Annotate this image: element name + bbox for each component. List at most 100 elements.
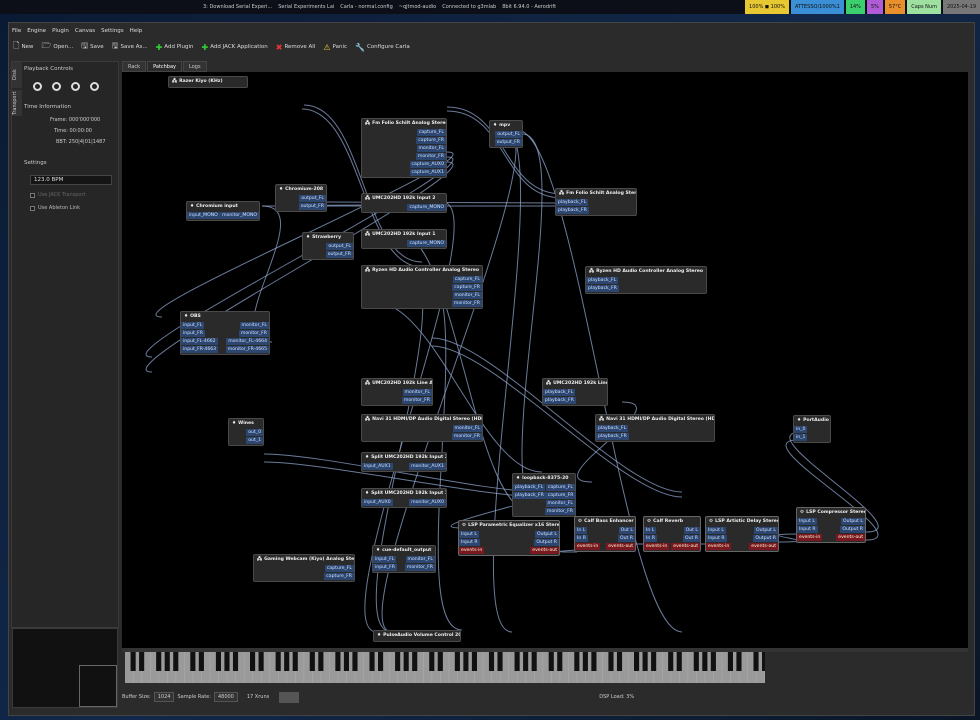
output-port[interactable]: capture_FL: [324, 565, 354, 572]
input-port[interactable]: input_FR: [181, 330, 205, 337]
output-port[interactable]: out_0: [246, 429, 263, 436]
white-key[interactable]: [381, 652, 389, 683]
black-key[interactable]: [403, 652, 409, 671]
output-port[interactable]: output_FL: [326, 243, 353, 250]
black-key[interactable]: [258, 652, 264, 671]
taskbar-window-4[interactable]: Connected to g3mlab: [442, 4, 497, 10]
black-key[interactable]: [335, 652, 341, 671]
white-key[interactable]: [756, 652, 765, 683]
taskbar-window-5[interactable]: 8bit 6.94.0 - Aerodrift: [502, 4, 557, 10]
output-port[interactable]: Out R: [618, 535, 635, 542]
menu-file[interactable]: File: [12, 28, 22, 34]
output-port[interactable]: events-out: [671, 543, 700, 550]
output-port[interactable]: capture_MONO: [407, 204, 446, 211]
output-port[interactable]: capture_FR: [324, 573, 354, 580]
white-key[interactable]: [321, 652, 330, 683]
taskbar-window-0[interactable]: 3: Download Serial Experi...: [203, 4, 273, 10]
black-key[interactable]: [215, 652, 221, 671]
white-key[interactable]: [304, 652, 313, 683]
output-port[interactable]: monitor_AUX0: [409, 499, 446, 506]
black-key[interactable]: [497, 652, 503, 671]
input-port[interactable]: input_AUX0: [362, 499, 393, 506]
input-port[interactable]: in_1: [794, 434, 808, 441]
black-key[interactable]: [557, 652, 563, 671]
input-port[interactable]: playback_FR: [556, 207, 589, 214]
output-port[interactable]: monitor_FR: [401, 397, 432, 404]
port-spacer[interactable]: [362, 153, 366, 160]
white-key[interactable]: [295, 652, 304, 683]
port-spacer[interactable]: [362, 137, 366, 144]
white-key[interactable]: [500, 652, 509, 683]
white-key[interactable]: [423, 652, 432, 683]
port-spacer[interactable]: [362, 204, 366, 211]
input-port[interactable]: Input L: [459, 531, 479, 538]
white-key[interactable]: [244, 652, 253, 683]
input-port[interactable]: events-in: [644, 543, 670, 550]
white-key[interactable]: [517, 652, 526, 683]
menu-engine[interactable]: Engine: [27, 28, 47, 34]
port-spacer[interactable]: [362, 129, 366, 136]
white-key[interactable]: [398, 652, 406, 683]
port-spacer[interactable]: [826, 434, 830, 441]
horizontal-scrollbar[interactable]: [122, 648, 968, 652]
port-spacer[interactable]: [229, 437, 233, 444]
output-port[interactable]: capture_MONO: [407, 240, 446, 247]
white-key[interactable]: [568, 652, 577, 683]
white-key[interactable]: [705, 652, 714, 683]
input-port[interactable]: playback_FL: [596, 425, 629, 432]
white-key[interactable]: [585, 652, 594, 683]
output-port[interactable]: events-out: [836, 534, 865, 541]
white-key[interactable]: [662, 652, 671, 683]
tab-transport[interactable]: Transport: [12, 90, 22, 116]
input-port[interactable]: input_FL-4662: [181, 338, 218, 345]
output-port[interactable]: Out L: [618, 527, 635, 534]
white-key[interactable]: [159, 652, 168, 683]
port-spacer[interactable]: [362, 284, 366, 291]
black-key[interactable]: [454, 652, 460, 671]
port-spacer[interactable]: [603, 389, 607, 396]
black-key[interactable]: [676, 652, 682, 671]
port-spacer[interactable]: [710, 425, 714, 432]
black-key[interactable]: [352, 652, 358, 671]
output-port[interactable]: Out R: [683, 535, 700, 542]
output-port[interactable]: monitor_AUX1: [409, 463, 446, 470]
menu-canvas[interactable]: Canvas: [74, 28, 96, 34]
midi-keyboard[interactable]: [125, 652, 765, 683]
white-key[interactable]: [253, 652, 261, 683]
black-key[interactable]: [292, 652, 298, 671]
black-key[interactable]: [412, 652, 418, 671]
menu-plugin[interactable]: Plugin: [52, 28, 69, 34]
cable[interactable]: [374, 301, 543, 473]
input-port[interactable]: In L: [575, 527, 588, 534]
output-port[interactable]: Out L: [683, 527, 700, 534]
output-port[interactable]: monitor_FR: [544, 508, 575, 515]
white-key[interactable]: [338, 652, 347, 683]
black-key[interactable]: [693, 652, 699, 671]
output-port[interactable]: monitor_FL: [452, 292, 482, 299]
output-port[interactable]: capture_FL: [416, 129, 446, 136]
white-key[interactable]: [602, 652, 611, 683]
black-key[interactable]: [710, 652, 716, 671]
output-port[interactable]: monitor_FR: [404, 564, 435, 571]
black-key[interactable]: [130, 652, 136, 671]
output-port[interactable]: monitor_FR: [451, 433, 482, 440]
black-key[interactable]: [369, 652, 375, 671]
input-port[interactable]: input_MONO: [187, 212, 220, 219]
white-key[interactable]: [167, 652, 176, 683]
output-port[interactable]: events-out: [606, 543, 635, 550]
black-key[interactable]: [395, 652, 401, 671]
white-key[interactable]: [534, 652, 543, 683]
white-key[interactable]: [594, 652, 603, 683]
white-key[interactable]: [389, 652, 398, 683]
port-spacer[interactable]: [362, 433, 366, 440]
port-spacer[interactable]: [303, 251, 307, 258]
black-key[interactable]: [309, 652, 315, 671]
black-key[interactable]: [668, 652, 674, 671]
tab-disk[interactable]: Disk: [12, 62, 22, 88]
